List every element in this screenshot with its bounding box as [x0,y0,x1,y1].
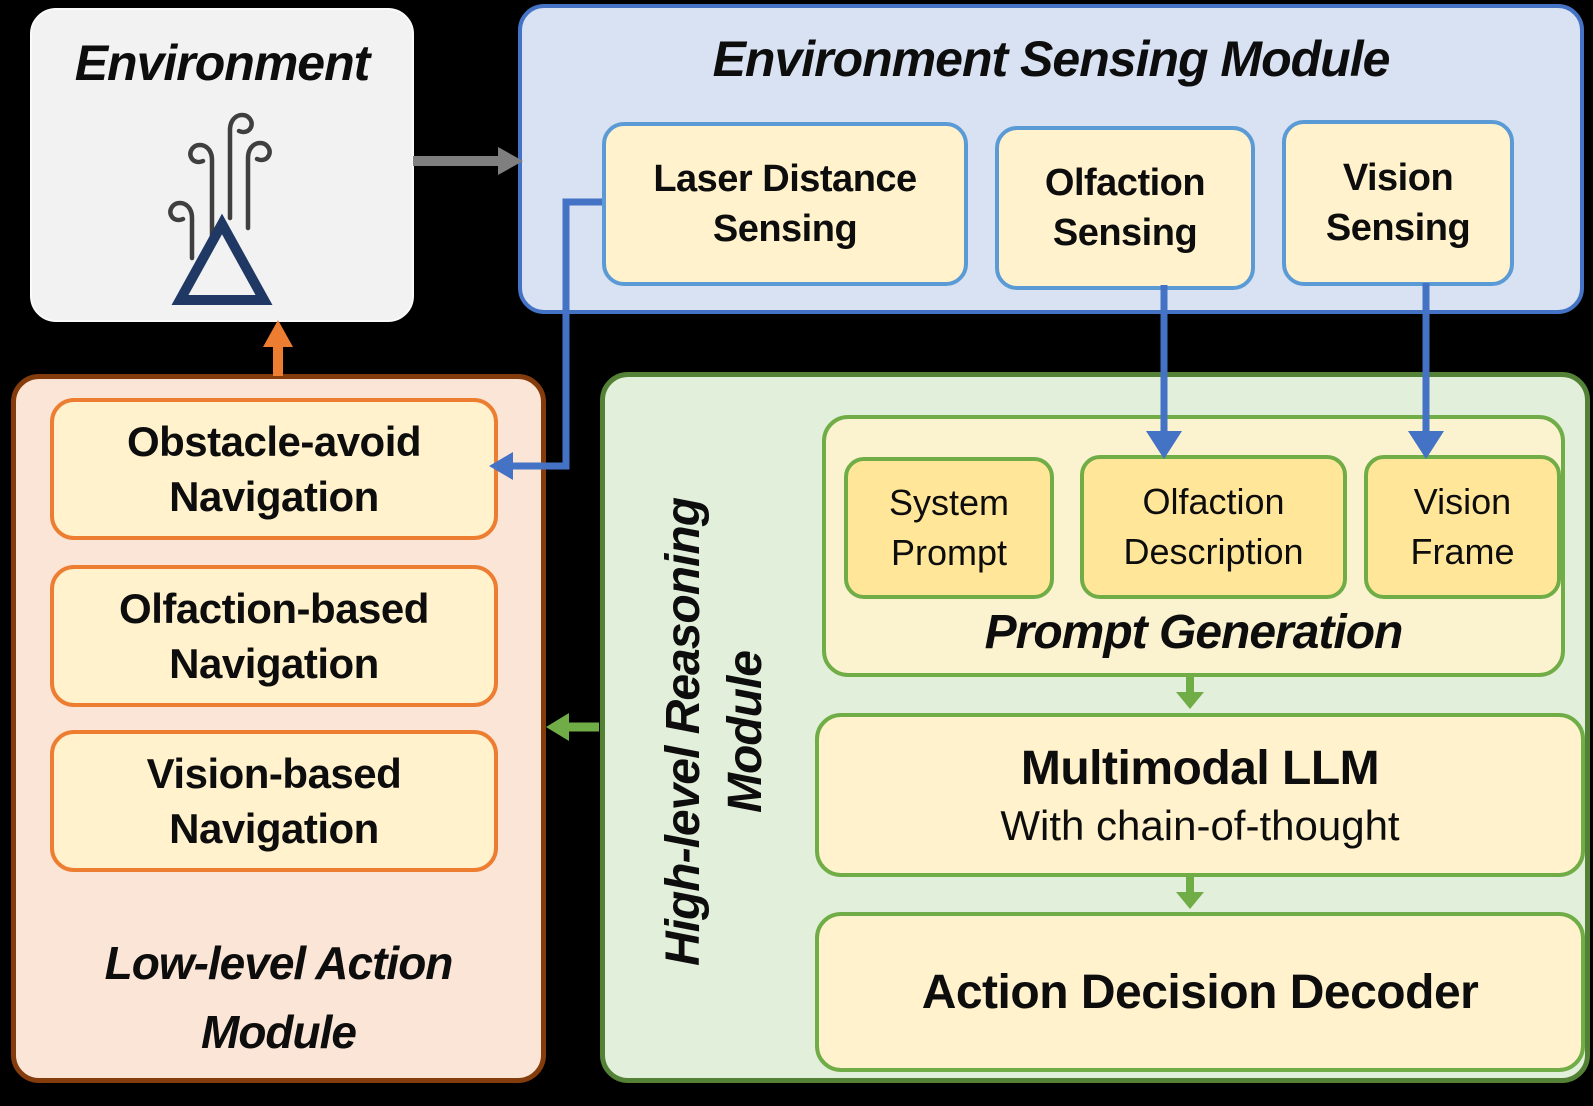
arrow-lowlevel-to-environment [263,320,293,376]
olfaction-sensing-box: Olfaction Sensing [995,126,1255,290]
action-decision-decoder-box: Action Decision Decoder [815,912,1585,1072]
multimodal-llm-subtitle: With chain-of-thought [1000,801,1400,849]
environment-sensing-module: Environment Sensing Module Laser Distanc… [518,4,1584,314]
environment-sensing-module-title: Environment Sensing Module [712,31,1391,87]
environment-box: Environment [30,8,414,322]
vision-sensing-label: Vision Sensing [1325,156,1471,249]
multimodal-llm-box: Multimodal LLM With chain-of-thought [815,713,1585,877]
odor-plume-triangle-icon [168,112,273,305]
laser-distance-sensing-label: Laser Distance Sensing [653,157,917,250]
system-prompt-box: System Prompt [844,457,1054,599]
obstacle-avoid-navigation-box: Obstacle-avoid Navigation [50,398,498,540]
high-level-reasoning-module: High-level Reasoning Module System Promp… [600,372,1590,1083]
olfaction-based-navigation-label: Olfaction-based Navigation [119,584,429,687]
olfaction-sensing-label: Olfaction Sensing [1044,161,1206,254]
obstacle-avoid-navigation-label: Obstacle-avoid Navigation [126,417,422,520]
environment-title: Environment [74,35,371,91]
arrow-environment-to-sensing [413,147,523,175]
prompt-generation-box: System Prompt Olfaction Description Visi… [822,415,1565,677]
high-level-reasoning-module-title: High-level Reasoning Module [656,497,772,967]
vision-frame-label: Vision Frame [1410,480,1515,572]
prompt-generation-title: Prompt Generation [984,606,1404,659]
system-prompt-label: System Prompt [888,481,1010,573]
vision-based-navigation-box: Vision-based Navigation [50,730,498,872]
olfaction-description-box: Olfaction Description [1080,455,1347,599]
vision-frame-box: Vision Frame [1364,455,1561,599]
laser-distance-sensing-box: Laser Distance Sensing [602,122,968,286]
vision-sensing-box: Vision Sensing [1282,120,1514,286]
multimodal-llm-title: Multimodal LLM [1020,741,1380,795]
olfaction-based-navigation-box: Olfaction-based Navigation [50,565,498,707]
vision-based-navigation-label: Vision-based Navigation [146,749,402,852]
low-level-action-module: Obstacle-avoid Navigation Olfaction-base… [11,374,546,1083]
action-decision-decoder-title: Action Decision Decoder [921,965,1479,1019]
olfaction-description-label: Olfaction Description [1123,480,1304,572]
low-level-action-module-title: Low-level Action Module [104,937,454,1058]
